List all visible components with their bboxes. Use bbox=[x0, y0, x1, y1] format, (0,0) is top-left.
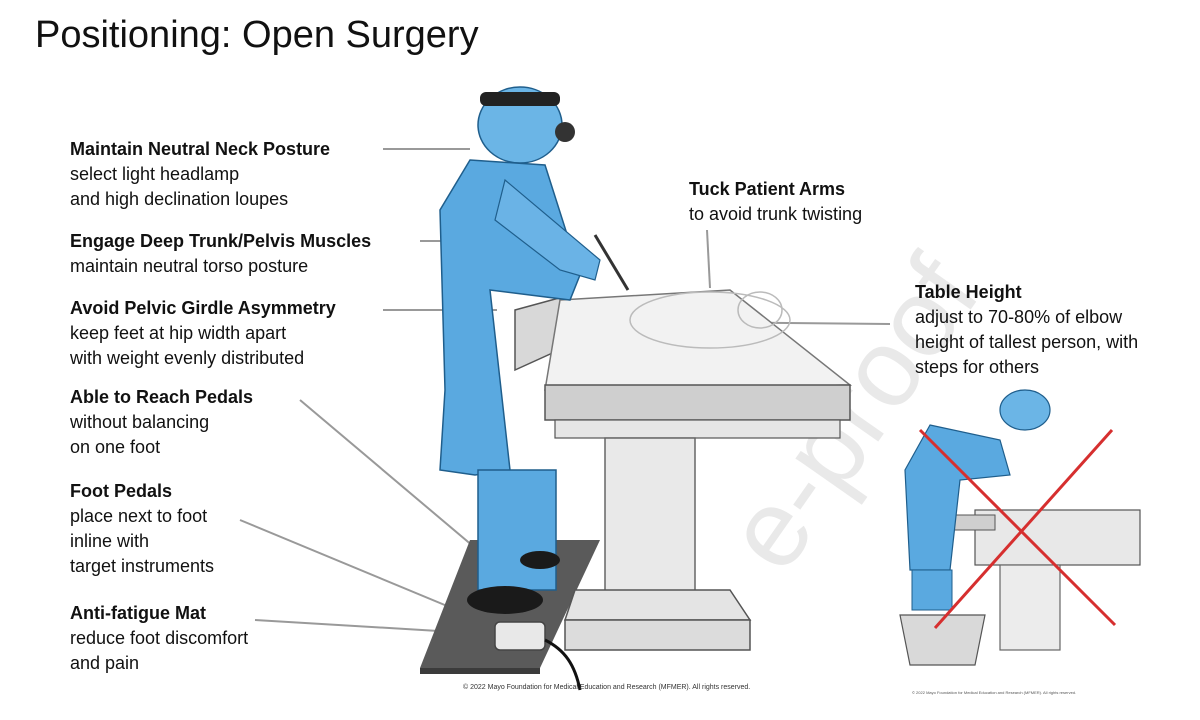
annotation-line: with weight evenly distributed bbox=[70, 348, 305, 368]
annotation-line: select light headlamp bbox=[70, 164, 240, 184]
annotation-line: to avoid trunk twisting bbox=[689, 204, 863, 224]
annotation-arms: Tuck Patient Arms to avoid trunk twistin… bbox=[689, 177, 862, 227]
annotation-heading: Engage Deep Trunk/Pelvis Muscles bbox=[70, 231, 372, 251]
copyright-notice: © 2022 Mayo Foundation for Medical Educa… bbox=[463, 684, 751, 691]
annotation-line: without balancing bbox=[70, 412, 210, 432]
annotation-line: inline with bbox=[70, 531, 150, 551]
annotation-reach: Able to Reach Pedals without balancing o… bbox=[70, 385, 253, 460]
copyright-notice-small: © 2022 Mayo Foundation for Medical Educa… bbox=[912, 690, 1077, 695]
foot-pedal bbox=[494, 621, 582, 691]
annotation-heading: Anti-fatigue Mat bbox=[70, 603, 206, 623]
annotation-line: and pain bbox=[70, 653, 140, 673]
annotation-heading: Tuck Patient Arms bbox=[689, 179, 846, 199]
annotation-line: target instruments bbox=[70, 556, 215, 576]
annotation-table-height: Table Height adjust to 70-80% of elbow h… bbox=[915, 280, 1138, 380]
annotation-line: place next to foot bbox=[70, 506, 208, 526]
annotation-line: and high declination loupes bbox=[70, 189, 289, 209]
annotation-pedals: Foot Pedals place next to foot inline wi… bbox=[70, 479, 214, 579]
annotation-line: height of tallest person, with bbox=[915, 332, 1139, 352]
annotation-heading: Maintain Neutral Neck Posture bbox=[70, 139, 331, 159]
annotation-heading: Table Height bbox=[915, 282, 1022, 302]
annotation-mat: Anti-fatigue Mat reduce foot discomfort … bbox=[70, 601, 248, 676]
annotation-neck: Maintain Neutral Neck Posture select lig… bbox=[70, 137, 330, 212]
annotation-line: adjust to 70-80% of elbow bbox=[915, 307, 1123, 327]
annotation-line: keep feet at hip width apart bbox=[70, 323, 287, 343]
annotation-heading: Avoid Pelvic Girdle Asymmetry bbox=[70, 298, 336, 318]
annotation-line: reduce foot discomfort bbox=[70, 628, 249, 648]
annotation-pelvic: Avoid Pelvic Girdle Asymmetry keep feet … bbox=[70, 296, 336, 371]
inset-wrong-height bbox=[899, 389, 1141, 666]
page-title: Positioning: Open Surgery bbox=[35, 14, 479, 56]
operating-table bbox=[514, 289, 853, 651]
surgeon-figure bbox=[439, 86, 630, 614]
annotation-heading: Foot Pedals bbox=[70, 481, 173, 501]
annotation-line: steps for others bbox=[915, 357, 1040, 377]
annotation-line: maintain neutral torso posture bbox=[70, 256, 309, 276]
annotation-heading: Able to Reach Pedals bbox=[70, 387, 254, 407]
annotation-trunk: Engage Deep Trunk/Pelvis Muscles maintai… bbox=[70, 229, 371, 279]
annotation-line: on one foot bbox=[70, 437, 161, 457]
